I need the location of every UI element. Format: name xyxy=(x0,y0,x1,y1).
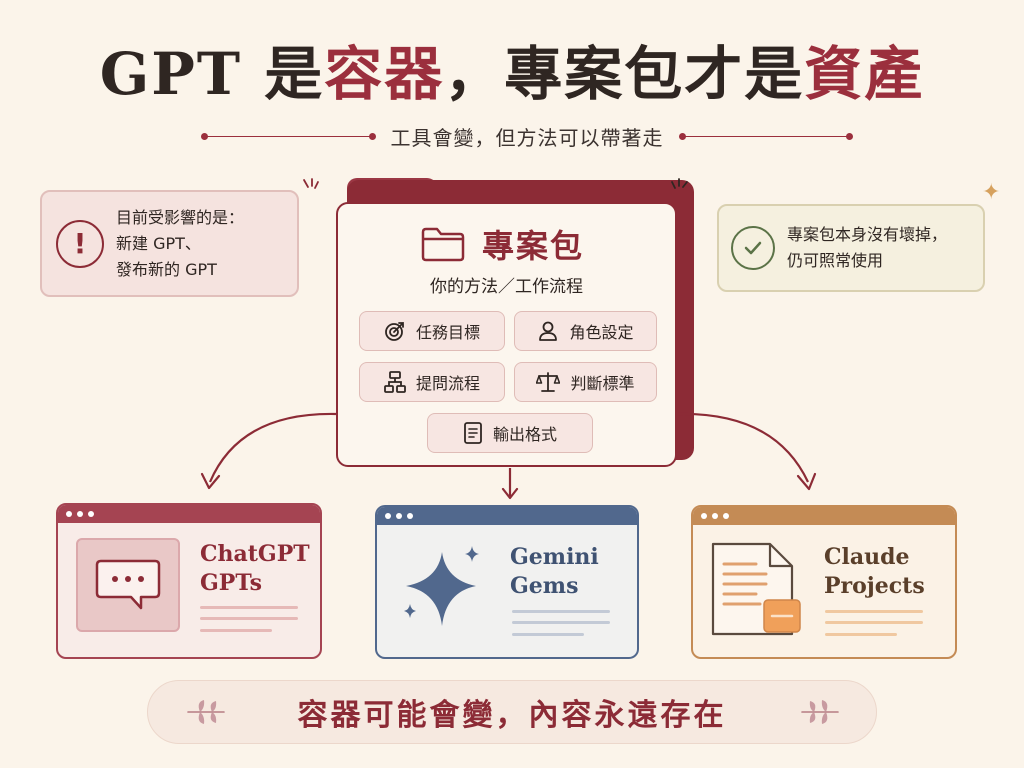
package-item-label: 角色設定 xyxy=(569,323,634,342)
placeholder-line xyxy=(825,610,923,613)
flow-icon xyxy=(384,371,406,393)
ok-note-text: 專案包本身沒有壞掉， 仍可照常使用 xyxy=(787,222,947,274)
placeholder-line xyxy=(825,633,897,636)
arrowhead-gemini xyxy=(501,487,519,500)
emphasis-marks-right-icon xyxy=(671,178,688,189)
placeholder-line xyxy=(825,621,923,624)
package-item-output: 輸出格式 xyxy=(427,413,593,453)
package-item-label: 判斷標準 xyxy=(570,374,635,393)
container-name-gemini: Gemini Gems xyxy=(510,543,599,601)
package-item-label: 提問流程 xyxy=(415,374,480,393)
target-icon xyxy=(385,322,404,341)
container-name-line-2: Projects xyxy=(824,573,925,599)
package-title: 專案包 xyxy=(482,227,585,265)
person-icon xyxy=(539,321,558,341)
arrowhead-claude xyxy=(796,472,817,491)
warning-note: ! 目前受影響的是： 新建 GPT、 發布新的 GPT xyxy=(40,190,299,297)
package-subtitle: 你的方法／工作流程 xyxy=(430,277,583,297)
arrowhead-chatgpt xyxy=(200,472,221,490)
placeholder-line xyxy=(512,633,584,636)
page-title: GPT 是容器，專案包才是資產 xyxy=(0,34,1024,114)
leaf-sprig-left-icon xyxy=(187,700,225,724)
package-header: 專案包 xyxy=(420,222,610,266)
title-part-4: 資產 xyxy=(804,40,925,108)
window-titlebar xyxy=(377,507,637,525)
package-item-flow: 提問流程 xyxy=(359,362,505,402)
ok-line-2: 仍可照常使用 xyxy=(787,251,884,270)
package-item-goal: 任務目標 xyxy=(359,311,505,351)
container-name-line-2: Gems xyxy=(510,573,579,599)
bottom-banner: 容器可能會變，內容永遠存在 xyxy=(147,680,877,744)
leaf-sprig-right-icon xyxy=(801,700,839,724)
file-icon xyxy=(711,542,801,636)
ok-note: 專案包本身沒有壞掉， 仍可照常使用 xyxy=(717,204,985,292)
sparkle-decoration-icon: ✦ xyxy=(982,180,1001,205)
document-icon xyxy=(464,422,482,444)
scale-icon xyxy=(536,372,561,392)
folder-icon xyxy=(421,227,465,262)
emphasis-marks-icon xyxy=(303,178,319,189)
placeholder-line xyxy=(200,617,298,620)
package-item-criteria: 判斷標準 xyxy=(514,362,657,402)
subtitle-rule-right xyxy=(678,132,853,140)
package-item-label: 任務目標 xyxy=(415,323,480,342)
sparkle-star-icon xyxy=(404,546,479,626)
container-name-line-1: Gemini xyxy=(510,544,599,570)
title-part-3: ，專案包才是 xyxy=(444,40,805,108)
container-name-line-2: GPTs xyxy=(200,570,263,596)
placeholder-line xyxy=(512,610,610,613)
warning-note-text: 目前受影響的是： 新建 GPT、 發布新的 GPT xyxy=(116,205,244,283)
chat-bubble-icon xyxy=(76,538,180,632)
warning-line-2: 新建 GPT、 xyxy=(116,233,201,253)
subtitle: 工具會變，但方法可以帶著走 xyxy=(390,125,664,150)
package-item-role: 角色設定 xyxy=(514,311,657,351)
check-icon xyxy=(731,226,775,270)
container-name-claude: Claude Projects xyxy=(824,543,925,601)
warning-line-1: 目前受影響的是： xyxy=(116,207,245,227)
alert-icon: ! xyxy=(56,219,104,268)
title-part-2: 容器 xyxy=(324,40,445,108)
subtitle-rule-left xyxy=(201,132,375,140)
container-name-line-1: ChatGPT xyxy=(200,541,310,567)
bottom-banner-text: 容器可能會變，內容永遠存在 xyxy=(297,698,727,733)
ok-line-1: 專案包本身沒有壞掉， xyxy=(787,225,948,244)
title-part-1: GPT 是 xyxy=(99,40,325,108)
window-titlebar xyxy=(693,507,955,525)
container-name-line-1: Claude xyxy=(824,544,910,570)
arrow-to-chatgpt xyxy=(208,412,337,483)
warning-line-3: 發布新的 GPT xyxy=(116,259,217,279)
placeholder-line xyxy=(200,629,272,632)
placeholder-line xyxy=(512,621,610,624)
arrow-to-claude xyxy=(677,412,809,483)
subtitle-row: 工具會變，但方法可以帶著走 xyxy=(201,120,853,152)
package-item-label: 輸出格式 xyxy=(492,425,557,444)
container-name-chatgpt: ChatGPT GPTs xyxy=(200,540,310,598)
container-gemini xyxy=(375,505,639,659)
window-titlebar xyxy=(58,505,320,523)
placeholder-line xyxy=(200,606,298,609)
